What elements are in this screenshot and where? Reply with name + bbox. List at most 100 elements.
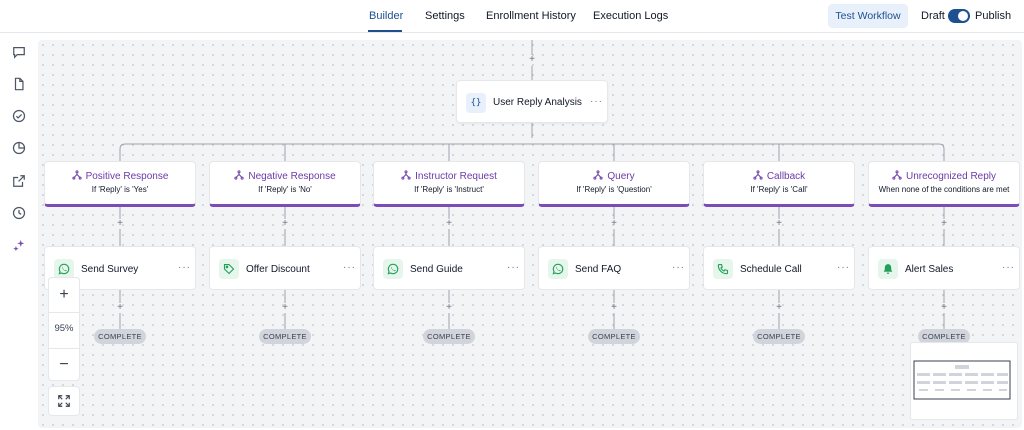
toggle-knob (958, 11, 968, 21)
more-options-icon[interactable]: ··· (672, 262, 685, 273)
tab-enrollment-history[interactable]: Enrollment History (486, 10, 576, 22)
branch-icon (593, 170, 603, 183)
zoom-out-button[interactable]: − (59, 356, 69, 373)
complete-badge: COMPLETE (753, 329, 805, 344)
action-node[interactable]: Schedule Call ··· (703, 246, 855, 290)
branch-icon (892, 170, 902, 183)
chat-icon[interactable] (12, 45, 26, 59)
branch-icon (401, 170, 411, 183)
add-step-plus[interactable]: + (611, 302, 617, 313)
branch-title: Query (539, 170, 689, 183)
complete-badge: COMPLETE (423, 329, 475, 344)
add-step-plus[interactable]: + (611, 218, 617, 229)
branch-icon (753, 170, 763, 183)
fit-view-button[interactable] (48, 386, 80, 416)
action-label: Schedule Call (740, 264, 802, 275)
zoom-divider (49, 312, 79, 313)
branch-title-text: Negative Response (248, 171, 336, 182)
more-options-icon[interactable]: ··· (1002, 262, 1015, 273)
tag-icon (219, 259, 239, 279)
zoom-controls: + 95% − (48, 277, 80, 381)
branch-title: Unrecognized Reply (869, 170, 1019, 183)
branch-title: Callback (704, 170, 854, 183)
zoom-in-button[interactable]: + (59, 286, 69, 303)
tab-settings[interactable]: Settings (425, 10, 465, 22)
minimap[interactable] (910, 342, 1018, 420)
draft-label: Draft (921, 10, 945, 22)
branch-condition-node[interactable]: Positive Response If 'Reply' is 'Yes' (44, 161, 196, 207)
tab-execution-logs[interactable]: Execution Logs (593, 10, 669, 22)
more-options-icon[interactable]: ··· (178, 262, 191, 273)
branch-condition-text: If 'Reply' is 'Instruct' (414, 185, 484, 194)
whatsapp-icon (54, 259, 74, 279)
branch-condition-node[interactable]: Query If 'Reply' is 'Question' (538, 161, 690, 207)
branch-title-text: Callback (766, 171, 806, 182)
branch-icon (234, 170, 244, 183)
action-node[interactable]: Alert Sales ··· (868, 246, 1020, 290)
zoom-level: 95% (54, 323, 74, 334)
branch-condition-node[interactable]: Callback If 'Reply' is 'Call' (703, 161, 855, 207)
action-node[interactable]: Send FAQ ··· (538, 246, 690, 290)
branch-condition-text: If 'Reply' is 'No' (258, 185, 312, 194)
branch-condition-text: If 'Reply' is 'Yes' (91, 185, 149, 194)
root-node-label: User Reply Analysis (493, 97, 582, 108)
whatsapp-icon (548, 259, 568, 279)
branch-condition-node[interactable]: Unrecognized Reply When none of the cond… (868, 161, 1020, 207)
branch-title-text: Instructor Request (415, 171, 497, 182)
tab-builder[interactable]: Builder (369, 10, 404, 22)
action-label: Alert Sales (905, 264, 954, 275)
more-options-icon[interactable]: ··· (590, 96, 603, 107)
branch-title: Negative Response (210, 170, 360, 183)
bell-icon (878, 259, 898, 279)
more-options-icon[interactable]: ··· (343, 262, 356, 273)
check-circle-icon[interactable] (12, 109, 26, 123)
action-label: Send FAQ (575, 264, 622, 275)
add-step-plus[interactable]: + (282, 302, 288, 313)
branch-title: Instructor Request (374, 170, 524, 183)
add-step-plus[interactable]: + (941, 302, 947, 313)
minimap-preview (913, 360, 1011, 400)
branch-condition-text: If 'Reply' is 'Call' (750, 185, 808, 194)
more-options-icon[interactable]: ··· (507, 262, 520, 273)
add-step-plus[interactable]: + (529, 54, 535, 65)
test-workflow-button[interactable]: Test Workflow (828, 4, 908, 28)
sparkles-icon[interactable] (12, 239, 26, 253)
add-step-plus[interactable]: + (282, 218, 288, 229)
phone-icon (713, 259, 733, 279)
expand-icon (58, 395, 70, 407)
complete-badge: COMPLETE (588, 329, 640, 344)
add-step-plus[interactable]: + (446, 302, 452, 313)
external-link-icon[interactable] (12, 174, 26, 188)
add-step-plus[interactable]: + (117, 218, 123, 229)
root-node-user-reply-analysis[interactable]: {} User Reply Analysis ··· (456, 80, 608, 123)
branch-icon (71, 170, 82, 183)
pie-chart-icon[interactable] (12, 141, 26, 155)
branch-title-text: Positive Response (85, 171, 169, 182)
action-node[interactable]: Send Guide ··· (373, 246, 525, 290)
add-step-plus[interactable]: + (776, 302, 782, 313)
branch-condition-node[interactable]: Instructor Request If 'Reply' is 'Instru… (373, 161, 525, 207)
branch-title: Positive Response (45, 170, 195, 183)
add-step-plus[interactable]: + (446, 218, 452, 229)
publish-toggle[interactable] (948, 9, 970, 23)
top-bar: Builder Settings Enrollment History Exec… (0, 0, 1024, 33)
branch-condition-node[interactable]: Negative Response If 'Reply' is 'No' (209, 161, 361, 207)
branch-title-text: Query (607, 171, 635, 182)
action-node[interactable]: Send Survey ··· (44, 246, 196, 290)
more-options-icon[interactable]: ··· (837, 262, 850, 273)
whatsapp-icon (383, 259, 403, 279)
action-node[interactable]: Offer Discount ··· (209, 246, 361, 290)
add-step-plus[interactable]: + (117, 302, 123, 313)
action-label: Offer Discount (246, 264, 310, 275)
history-icon[interactable] (12, 206, 26, 220)
branch-title-text: Unrecognized Reply (905, 171, 997, 182)
complete-badge: COMPLETE (918, 329, 970, 344)
add-step-plus[interactable]: + (776, 218, 782, 229)
action-label: Send Guide (410, 264, 463, 275)
active-tab-indicator (368, 30, 402, 32)
branch-condition-text: When none of the conditions are met (878, 185, 1010, 194)
add-step-plus[interactable]: + (941, 218, 947, 229)
complete-badge: COMPLETE (94, 329, 146, 344)
document-icon[interactable] (12, 77, 26, 91)
zoom-divider (49, 348, 79, 349)
